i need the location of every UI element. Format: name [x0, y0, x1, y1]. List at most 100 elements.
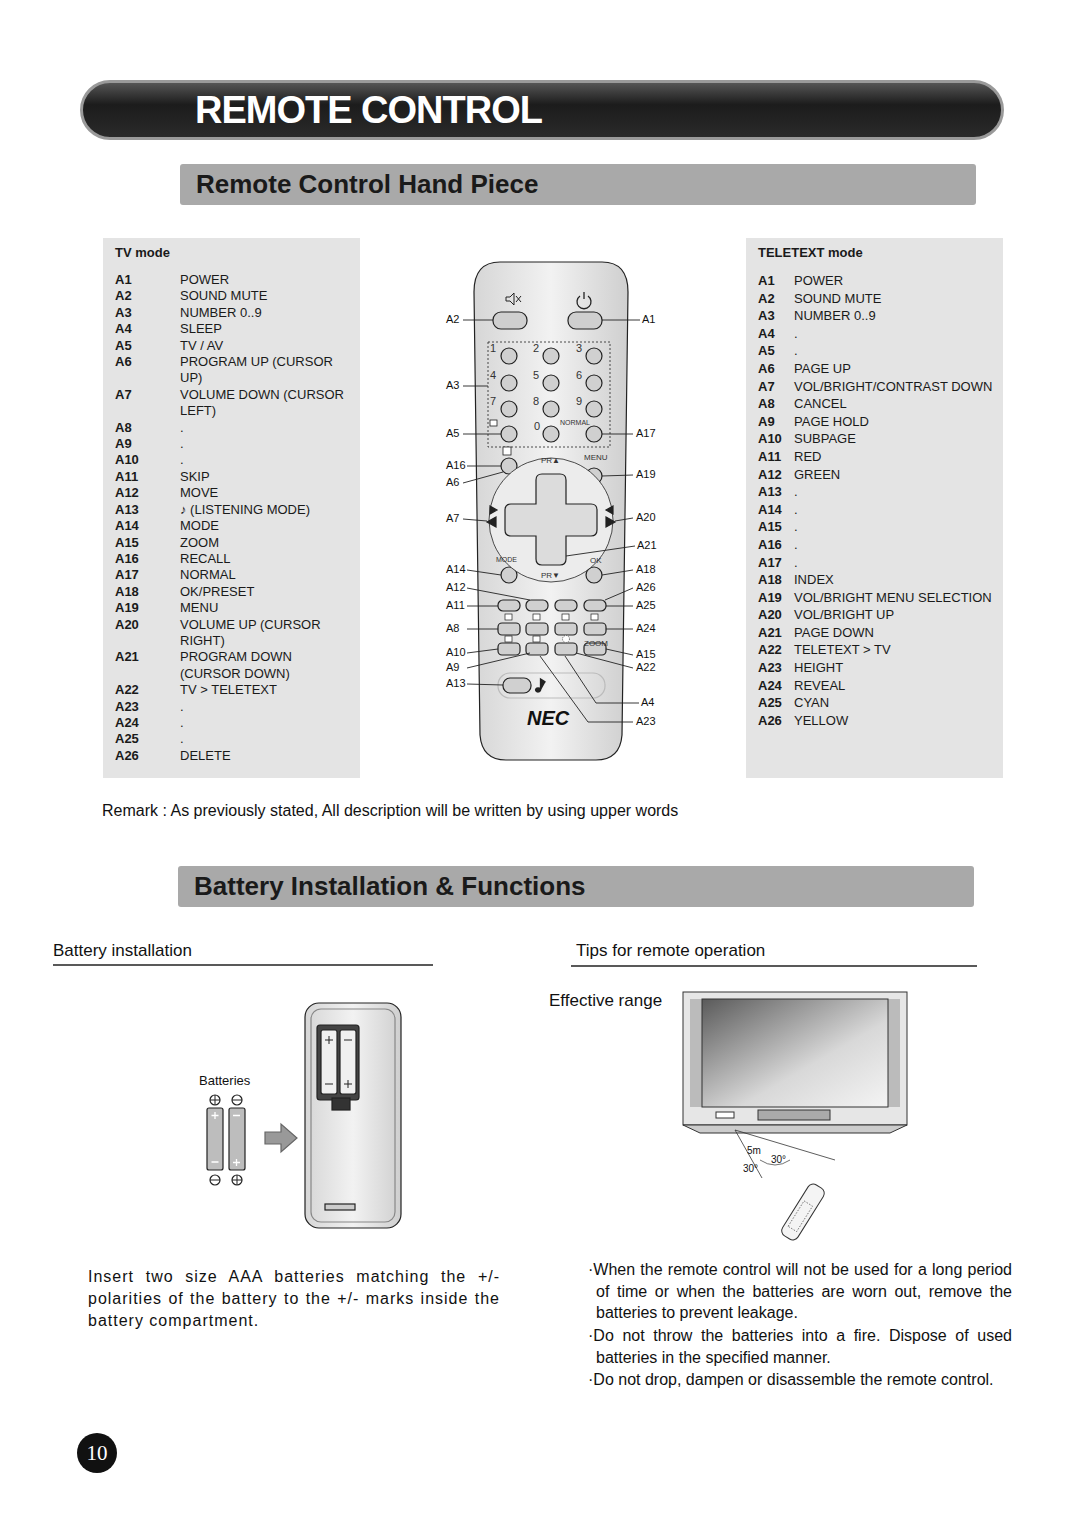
brand-logo: NEC	[527, 706, 569, 731]
table-cell: .	[794, 536, 997, 554]
table-cell: NUMBER 0..9	[180, 305, 345, 321]
table-cell: A6	[758, 360, 794, 378]
table-cell: A10	[758, 430, 794, 448]
table-cell: A21	[115, 649, 180, 682]
dimension: 5m	[747, 1145, 761, 1158]
table-row: A13.	[758, 483, 997, 501]
table-cell: NUMBER 0..9	[794, 307, 997, 325]
callout-number: A12	[446, 581, 466, 595]
table-cell: A8	[115, 420, 180, 436]
table-cell: A19	[115, 600, 180, 616]
button-label: ZOOM	[584, 639, 608, 649]
dimension: 30°	[743, 1163, 758, 1176]
callout-number: A6	[446, 476, 459, 490]
button-label: 5	[533, 369, 539, 383]
rules	[53, 965, 977, 966]
callout-number: A11	[446, 599, 465, 613]
table-row: A25.	[115, 731, 354, 747]
table-cell: A11	[115, 469, 180, 485]
table-cell: PROGRAM DOWN (CURSOR DOWN)	[180, 649, 345, 682]
table-row: A15ZOOM	[115, 535, 354, 551]
callout-number: A2	[446, 313, 459, 327]
table-row: A21PAGE DOWN	[758, 624, 997, 642]
table-row: A20VOL/BRIGHT UP	[758, 606, 997, 624]
table-row: A26YELLOW	[758, 712, 997, 730]
mode-panel: TELETEXT modeA1POWERA2SOUND MUTEA3NUMBER…	[746, 238, 1003, 778]
table-cell: A18	[758, 571, 794, 589]
table-cell: A22	[115, 682, 180, 698]
table-cell: A7	[758, 378, 794, 396]
table-row: A17NORMAL	[115, 567, 354, 583]
table-cell: A24	[115, 715, 180, 731]
panel-heading: TV mode	[115, 245, 354, 260]
table-cell: PAGE DOWN	[794, 624, 997, 642]
table-row: A2SOUND MUTE	[115, 288, 354, 304]
table-row: A5.	[758, 342, 997, 360]
subheading: Tips for remote operation	[576, 940, 765, 961]
table-row: A24.	[115, 715, 354, 731]
table-row: A11SKIP	[115, 469, 354, 485]
paragraph: Insert two size AAA batteries matching t…	[88, 1266, 500, 1332]
subheading: Battery installation	[53, 940, 192, 961]
table-row: A13♪ (LISTENING MODE)	[115, 502, 354, 518]
table-cell: A21	[758, 624, 794, 642]
button-label: PR▼	[541, 571, 560, 581]
table-cell: POWER	[180, 272, 345, 288]
callout-number: A19	[636, 468, 656, 482]
table-cell: A9	[115, 436, 180, 452]
table-cell: A4	[115, 321, 180, 337]
table-row: A1POWER	[758, 272, 997, 290]
table-row: A2SOUND MUTE	[758, 290, 997, 308]
button-label: 6	[576, 369, 582, 383]
table-cell: A20	[758, 606, 794, 624]
button-label: 1	[490, 342, 496, 356]
table-cell: A1	[758, 272, 794, 290]
callout-number: A24	[636, 622, 656, 636]
callout-number: A7	[446, 512, 459, 526]
table-row: A23HEIGHT	[758, 659, 997, 677]
callout-number: A8	[446, 622, 459, 636]
table-row: A1POWER	[115, 272, 354, 288]
table-cell: RECALL	[180, 551, 345, 567]
table-cell: VOLUME DOWN (CURSOR LEFT)	[180, 387, 345, 420]
table-cell: PROGRAM UP (CURSOR UP)	[180, 354, 345, 387]
button-label: 2	[533, 342, 539, 356]
button-label: OK	[590, 556, 602, 566]
table-cell: A23	[758, 659, 794, 677]
table-cell: A19	[758, 589, 794, 607]
table-row: A5TV / AV	[115, 338, 354, 354]
table-row: A7VOL/BRIGHT/CONTRAST DOWN	[758, 378, 997, 396]
table-cell: REVEAL	[794, 677, 997, 695]
table-cell: A15	[758, 518, 794, 536]
section-bar: Remote Control Hand Piece	[180, 164, 976, 205]
battery-illustration	[207, 1003, 401, 1228]
table-cell: A25	[115, 731, 180, 747]
table-row: A20VOLUME UP (CURSOR RIGHT)	[115, 617, 354, 650]
title-band: REMOTE CONTROL	[80, 80, 1004, 140]
table-cell: HEIGHT	[794, 659, 997, 677]
table-cell: A3	[115, 305, 180, 321]
table-row: A12MOVE	[115, 485, 354, 501]
table-cell: A16	[115, 551, 180, 567]
table-cell: .	[794, 518, 997, 536]
table-cell: A14	[115, 518, 180, 534]
table-cell: INDEX	[794, 571, 997, 589]
table-cell: A8	[758, 395, 794, 413]
table-cell: A18	[115, 584, 180, 600]
callout-number: A22	[636, 661, 656, 675]
table-cell: VOLUME UP (CURSOR RIGHT)	[180, 617, 345, 650]
table-cell: SOUND MUTE	[794, 290, 997, 308]
table-cell: MODE	[180, 518, 345, 534]
table-cell: OK/PRESET	[180, 584, 345, 600]
button-label: NORMAL	[560, 419, 590, 428]
callout-number: A20	[636, 511, 656, 525]
table-cell: POWER	[794, 272, 997, 290]
table-row: A16RECALL	[115, 551, 354, 567]
leader-lines	[463, 320, 640, 722]
table-cell: A23	[115, 699, 180, 715]
callout-number: A26	[636, 581, 656, 595]
table-cell: A10	[115, 452, 180, 468]
table-cell: A17	[115, 567, 180, 583]
section-bar: Battery Installation & Functions	[178, 866, 974, 907]
table-cell: DELETE	[180, 748, 345, 764]
